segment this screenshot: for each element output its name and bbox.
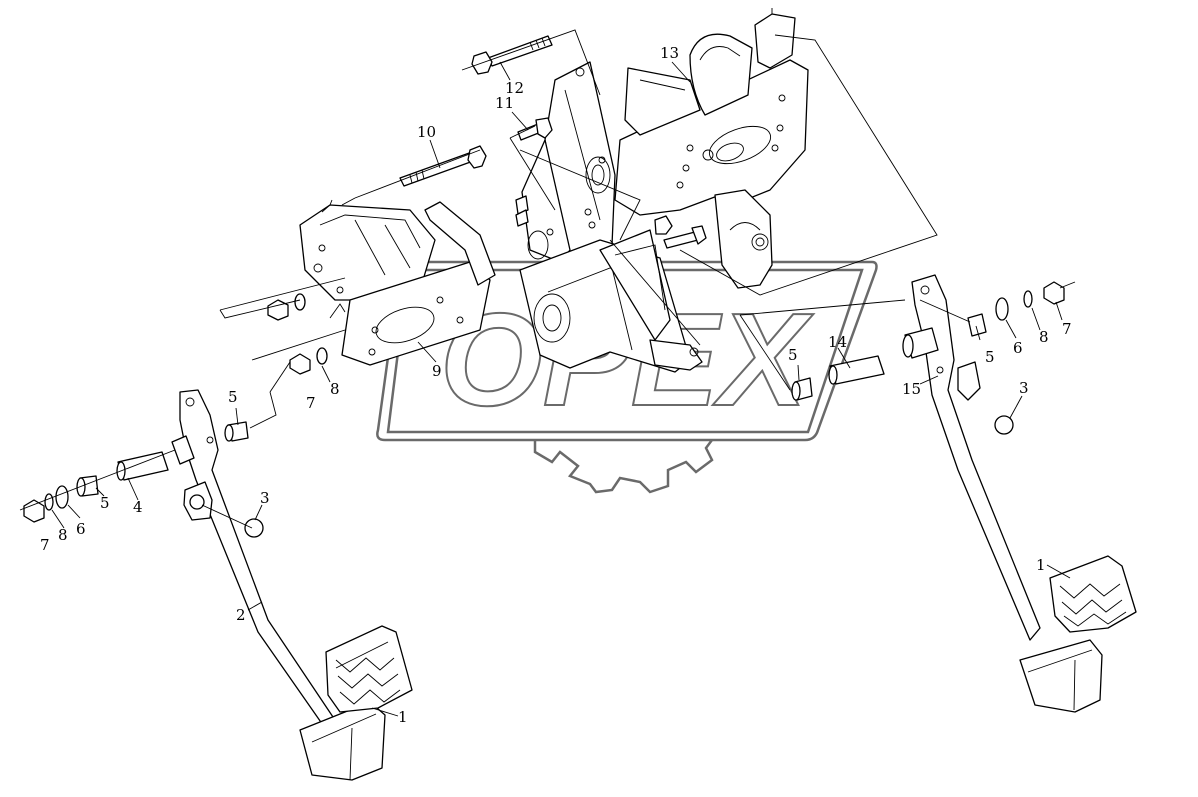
callout-5-center: 5 [788,346,798,364]
right-pedal-pad [1019,639,1103,713]
callout-leaders [51,61,1071,717]
callout-6-left: 6 [76,520,86,538]
callout-2: 2 [236,606,246,624]
callout-15: 15 [902,380,921,398]
bolt-10 [399,145,487,187]
callout-14: 14 [828,333,847,351]
callout-4: 4 [133,498,143,516]
left-pedal [23,389,413,781]
callout-13: 13 [660,44,679,62]
right-pedal [791,274,1137,713]
watermark-gear [533,439,714,494]
pedal-bracket-assembly [267,8,809,375]
left-pedal-arm [179,389,336,729]
callout-8-center-left: 8 [330,380,340,398]
callout-5-upper-left: 5 [228,388,238,406]
bolt-12 [471,35,553,75]
callout-11: 11 [495,94,514,112]
left-pedal-pad [299,701,386,781]
callout-7-right: 7 [1062,320,1072,338]
callout-9: 9 [432,362,442,380]
callout-numbers: 1 1 2 3 3 4 5 5 5 5 6 6 7 7 7 8 8 8 9 10… [40,44,1072,726]
left-pedal-tread [325,625,413,713]
bolt-11 [517,117,553,141]
callout-12: 12 [505,79,524,97]
assembly-lines [19,29,1076,529]
callout-1-right: 1 [1036,556,1046,574]
callout-5-right: 5 [985,348,995,366]
callout-3-right: 3 [1019,379,1029,397]
callout-6-right: 6 [1013,339,1023,357]
callout-8-left: 8 [58,526,68,544]
callout-7-left: 7 [40,536,50,554]
callout-8-right: 8 [1039,328,1049,346]
right-pedal-tread [1049,555,1137,633]
callout-3-left: 3 [260,489,270,507]
callout-5-lower-left: 5 [100,494,110,512]
callout-10: 10 [417,123,436,141]
callout-1-left: 1 [398,708,408,726]
callout-7-center-left: 7 [306,394,316,412]
